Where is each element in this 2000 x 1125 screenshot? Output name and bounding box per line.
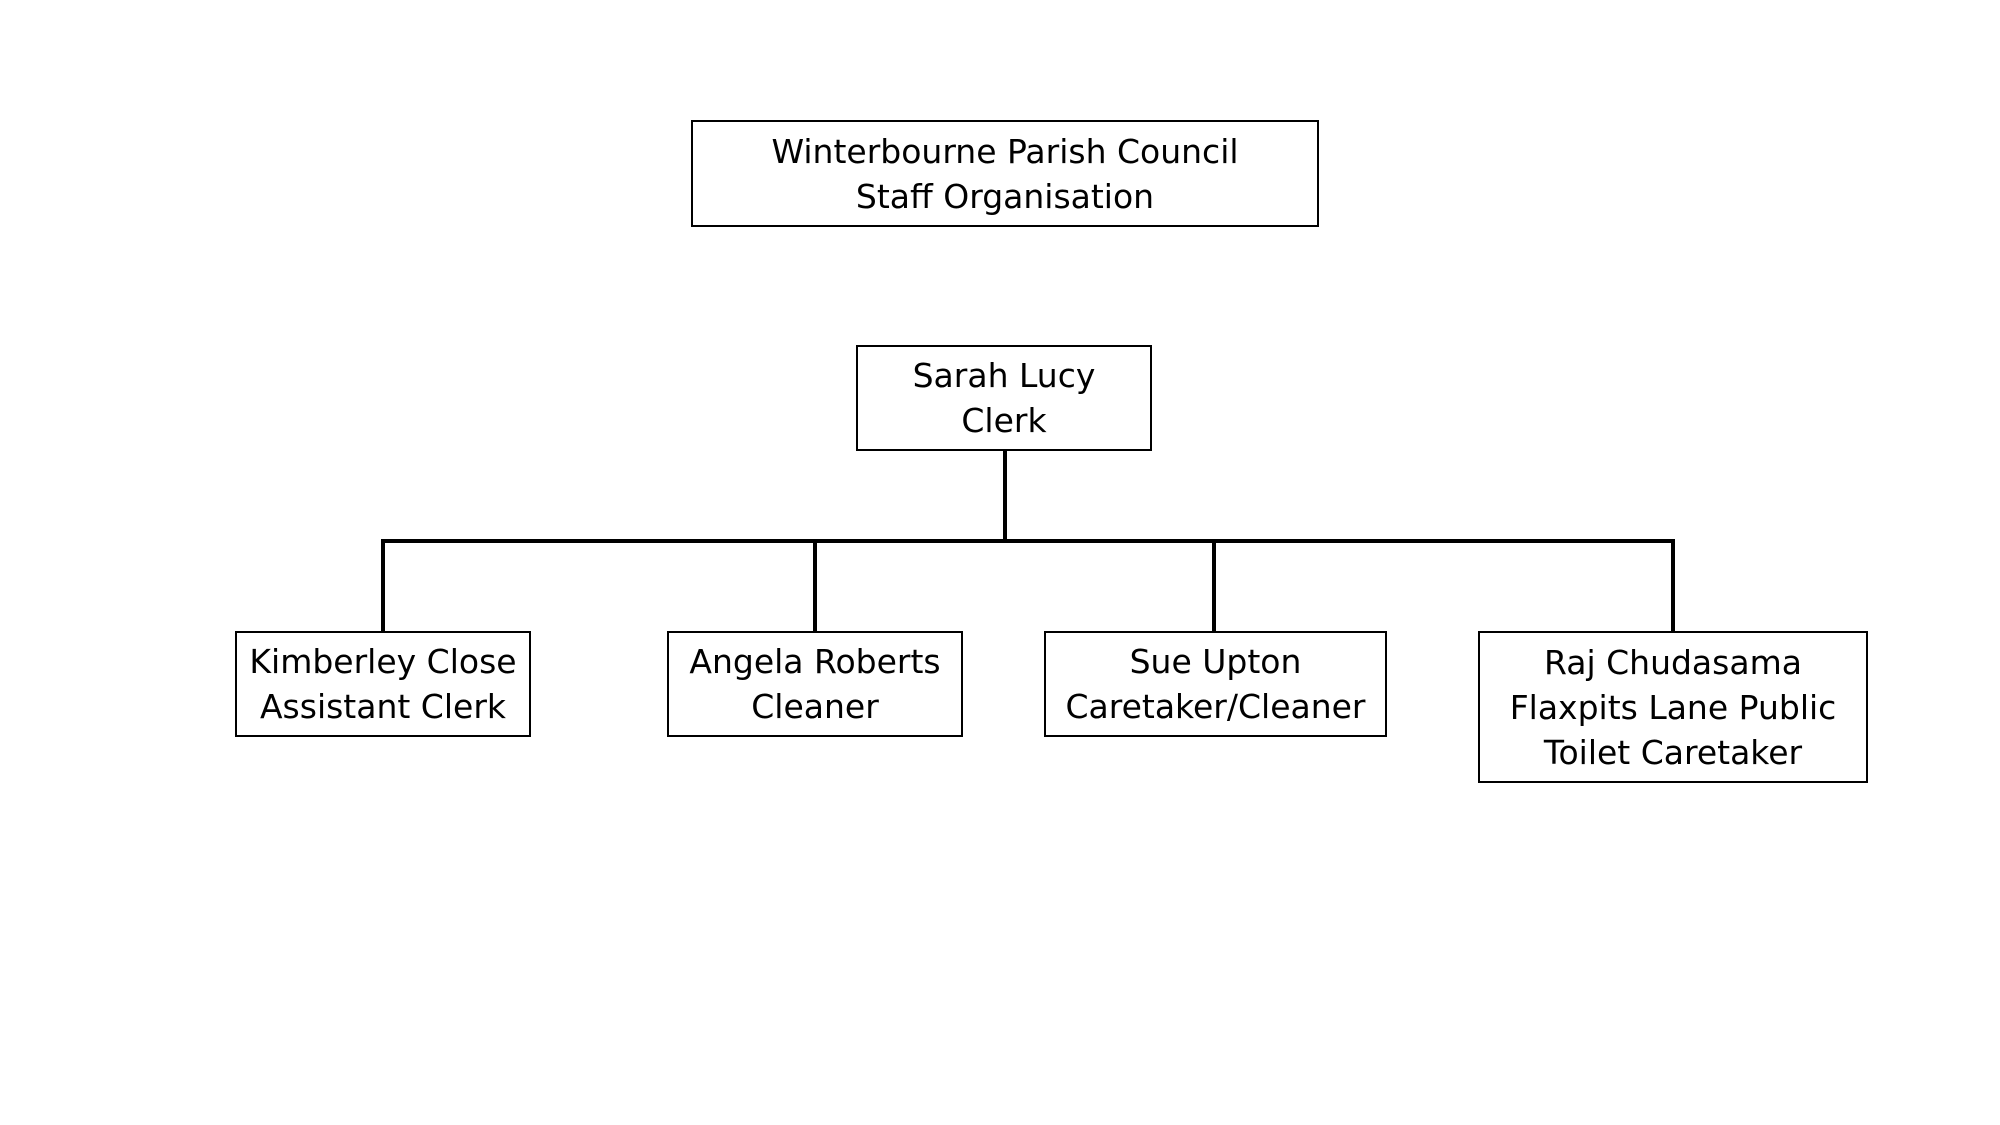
title-line-2: Staff Organisation	[855, 176, 1155, 216]
node-name: Kimberley Close	[249, 642, 517, 681]
node-name: Raj Chudasama	[1544, 642, 1802, 682]
node-name: Angela Roberts	[689, 642, 941, 681]
node-role: Cleaner	[751, 687, 879, 726]
staff-node-sue: Sue Upton Caretaker/Cleaner	[1044, 631, 1387, 737]
node-role-continued: Toilet Caretaker	[1543, 732, 1803, 772]
node-role: Clerk	[961, 401, 1047, 440]
title-line-1: Winterbourne Parish Council	[771, 131, 1239, 171]
chart-title-box: Winterbourne Parish Council Staff Organi…	[691, 120, 1319, 227]
staff-node-raj: Raj Chudasama Flaxpits Lane Public Toile…	[1478, 631, 1868, 783]
connector-sue	[1212, 541, 1216, 631]
node-role: Caretaker/Cleaner	[1065, 687, 1366, 726]
connector-raj	[1671, 541, 1675, 631]
node-role: Flaxpits Lane Public	[1509, 687, 1837, 727]
staff-node-angela: Angela Roberts Cleaner	[667, 631, 963, 737]
connector-kimberley	[381, 541, 385, 631]
clerk-node: Sarah Lucy Clerk	[856, 345, 1152, 451]
connector-angela	[813, 541, 817, 631]
node-name: Sarah Lucy	[912, 356, 1096, 395]
node-name: Sue Upton	[1129, 642, 1302, 681]
node-role: Assistant Clerk	[259, 687, 507, 726]
connector-horizontal	[381, 539, 1675, 543]
staff-node-kimberley: Kimberley Close Assistant Clerk	[235, 631, 531, 737]
connector-clerk-down	[1003, 451, 1007, 541]
